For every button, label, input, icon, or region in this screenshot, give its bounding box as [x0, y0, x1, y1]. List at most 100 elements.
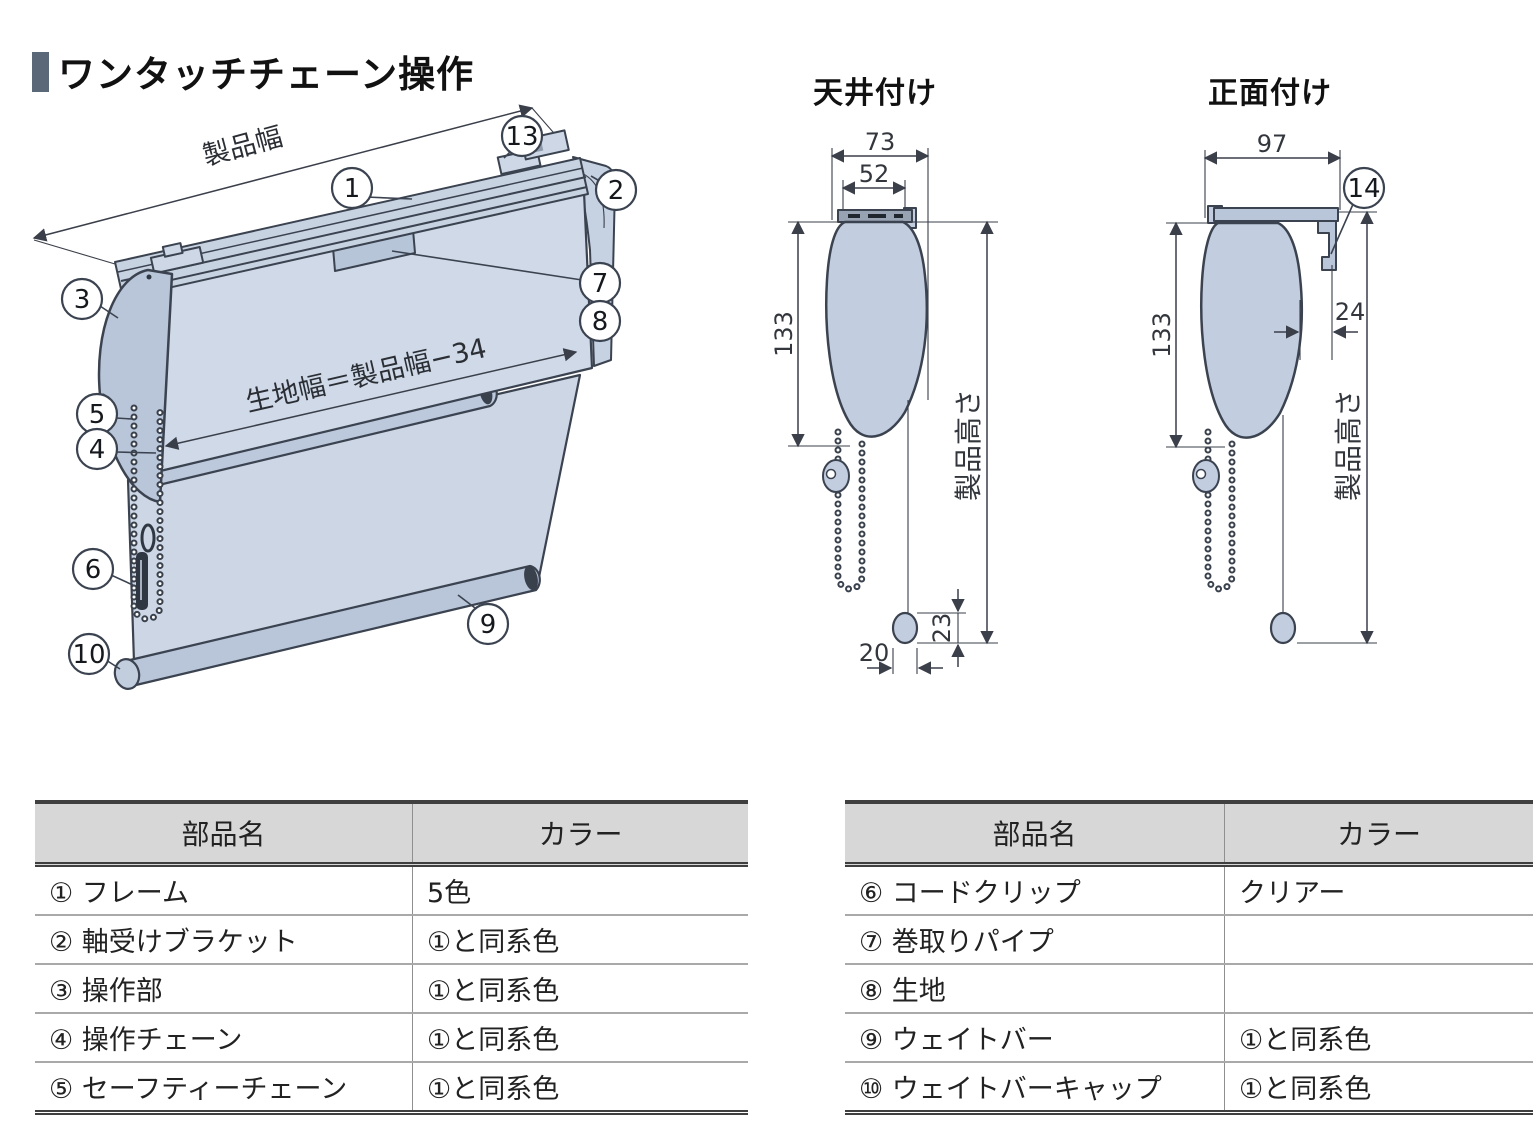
ceiling-mount-diagram: 73 52 133 [770, 128, 998, 675]
product-height-dimension: 製品高さ [1297, 210, 1377, 645]
control-unit-profile [1200, 221, 1304, 439]
table-row: ⑨ ウェイトバー ①と同系色 [845, 1013, 1533, 1063]
svg-text:4: 4 [89, 435, 106, 465]
table-row: ④ 操作チェーン ①と同系色 [35, 1013, 748, 1063]
mounting-plate [1207, 205, 1339, 224]
color-cell: 5色 [412, 864, 748, 916]
operation-chain [1204, 428, 1236, 593]
dim-20: 20 [859, 639, 943, 675]
callout-8: 8 [578, 299, 622, 343]
column-header-part: 部品名 [845, 800, 1225, 867]
part-name-cell: ⑦ 巻取りパイプ [845, 915, 1225, 965]
color-cell [1224, 964, 1533, 1014]
callout-3: 3 [60, 277, 119, 321]
callout-9: 9 [457, 594, 510, 646]
color-cell: ①と同系色 [412, 964, 748, 1014]
part-name-cell: ⑩ ウェイトバーキャップ [845, 1062, 1225, 1115]
product-width-label: 製品幅 [200, 121, 286, 172]
front-bracket [1317, 220, 1337, 271]
dim-133: 133 [1148, 221, 1225, 449]
dim-73: 73 [830, 128, 930, 400]
table-row: ⑦ 巻取りパイプ [845, 915, 1533, 965]
fabric-upper-panel: 生地幅＝製品幅−34 [128, 190, 594, 474]
dim-23: 23 [917, 589, 966, 667]
table-row: ⑥ コードクリップ クリアー [845, 864, 1533, 916]
control-unit-profile [825, 220, 929, 438]
dim-52: 52 [841, 160, 907, 218]
column-header-color: カラー [1224, 800, 1533, 867]
table-row: ② 軸受けブラケット ①と同系色 [35, 915, 748, 965]
svg-text:73: 73 [865, 128, 896, 156]
dim-133: 133 [770, 220, 850, 448]
callout-4: 4 [75, 427, 157, 471]
part-name-cell: ⑥ コードクリップ [845, 864, 1225, 916]
front-mount-title: 正面付け [1208, 76, 1332, 111]
svg-text:3: 3 [74, 285, 91, 315]
svg-text:23: 23 [928, 613, 956, 644]
title-accent-square [32, 52, 49, 92]
table-row: ① フレーム 5色 [35, 864, 748, 916]
weight-bar-cap [113, 658, 141, 690]
cord-clip [822, 459, 850, 493]
color-cell: クリアー [1224, 864, 1533, 916]
cord-clip [136, 523, 156, 610]
callout-14: 14 [1330, 166, 1386, 255]
part-name-cell: ④ 操作チェーン [35, 1013, 413, 1063]
page-title: ワンタッチチェーン操作 [58, 53, 475, 96]
color-cell: ①と同系色 [412, 1013, 748, 1063]
table-row: ⑧ 生地 [845, 964, 1533, 1014]
parts-table-right: 部品名 カラー ⑥ コードクリップ クリアー ⑦ 巻取りパイプ ⑧ 生地 ⑨ ウ… [845, 800, 1533, 1115]
table-row: ⑤ セーフティーチェーン ①と同系色 [35, 1062, 748, 1115]
svg-text:6: 6 [85, 555, 102, 585]
color-cell: ①と同系色 [1224, 1062, 1533, 1115]
front-mount-diagram: 97 14 133 24 [1148, 130, 1386, 645]
color-cell: ①と同系色 [412, 1062, 748, 1115]
table-header-row: 部品名 カラー [845, 800, 1533, 867]
table-row: ⑩ ウェイトバーキャップ ①と同系色 [845, 1062, 1533, 1115]
main-perspective-diagram: 製品幅 生地幅＝製品幅−34 [32, 104, 638, 690]
dim-24: 24 [1274, 265, 1365, 360]
weight-bar-end [1269, 611, 1297, 645]
svg-text:1: 1 [344, 174, 361, 204]
part-name-cell: ① フレーム [35, 864, 413, 916]
part-name-cell: ③ 操作部 [35, 964, 413, 1014]
column-header-color: カラー [412, 800, 748, 867]
dim-97: 97 [1203, 130, 1342, 218]
product-height-label: 製品高さ [1332, 389, 1365, 501]
product-height-dimension: 製品高さ [910, 220, 998, 645]
color-cell: ①と同系色 [1224, 1013, 1533, 1063]
callout-6: 6 [71, 547, 136, 591]
svg-text:52: 52 [859, 160, 890, 188]
table-row: ③ 操作部 ①と同系色 [35, 964, 748, 1014]
svg-text:133: 133 [770, 311, 798, 357]
svg-text:9: 9 [480, 610, 497, 640]
table-header-row: 部品名 カラー [35, 800, 748, 867]
svg-text:97: 97 [1257, 130, 1288, 158]
svg-text:7: 7 [592, 269, 609, 299]
parts-table-left: 部品名 カラー ① フレーム 5色 ② 軸受けブラケット ①と同系色 ③ 操作部… [35, 800, 748, 1115]
callout-1: 1 [330, 166, 413, 210]
color-cell [1224, 915, 1533, 965]
operation-chain [130, 404, 164, 623]
svg-text:24: 24 [1335, 298, 1366, 326]
part-name-cell: ② 軸受けブラケット [35, 915, 413, 965]
part-name-cell: ⑤ セーフティーチェーン [35, 1062, 413, 1115]
svg-text:133: 133 [1148, 312, 1176, 358]
svg-text:8: 8 [592, 307, 609, 337]
part-name-cell: ⑧ 生地 [845, 964, 1225, 1014]
operation-chain [834, 428, 866, 593]
weight-bar-end [891, 611, 919, 645]
color-cell: ①と同系色 [412, 915, 748, 965]
svg-text:20: 20 [859, 639, 890, 667]
product-height-label: 製品高さ [952, 389, 985, 501]
cord-clip [1192, 459, 1220, 493]
callout-13: 13 [500, 114, 544, 159]
callout-2: 2 [590, 168, 638, 212]
svg-text:2: 2 [608, 176, 625, 206]
part-name-cell: ⑨ ウェイトバー [845, 1013, 1225, 1063]
column-header-part: 部品名 [35, 800, 413, 867]
left-mounting-bracket [149, 242, 205, 275]
svg-text:10: 10 [72, 640, 105, 670]
callout-10: 10 [67, 632, 121, 676]
